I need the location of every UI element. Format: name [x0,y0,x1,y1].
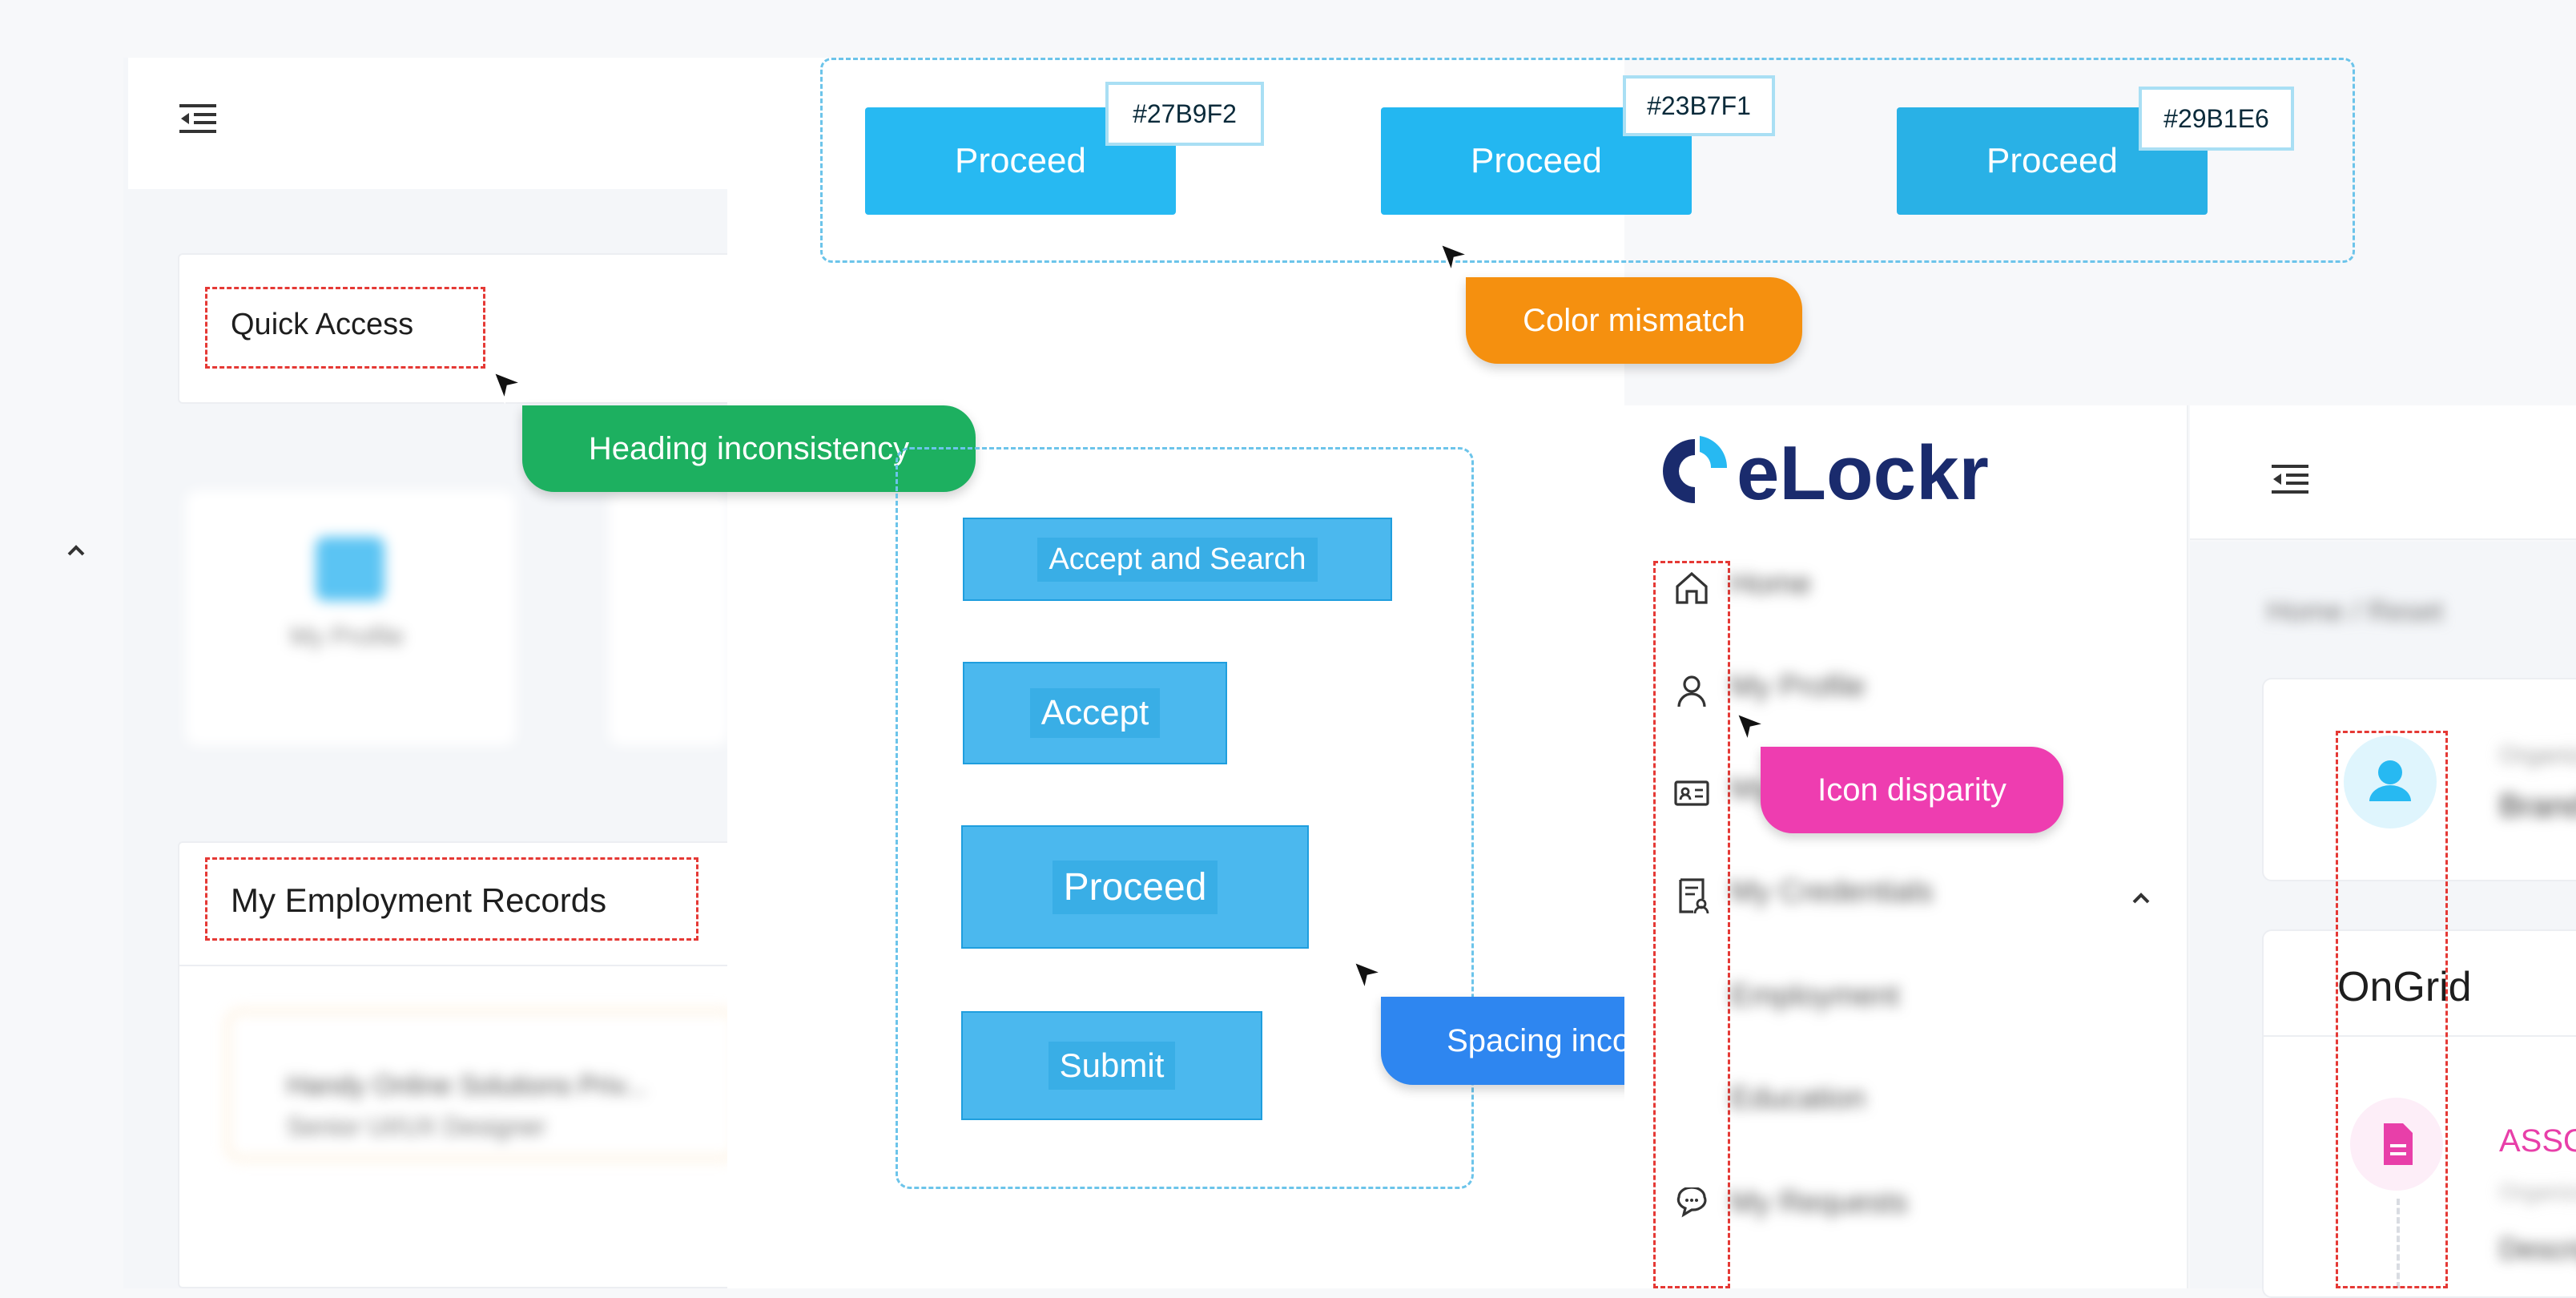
top-strip [727,0,2576,58]
chevron-up-icon[interactable] [64,538,88,562]
profile-tile-icon [316,537,384,601]
employment-role: Senior UI/UX Designer [287,1112,546,1141]
nav-education[interactable]: Education [1730,1082,1866,1115]
credentials-icon[interactable] [1672,877,1711,915]
quick-access-card [178,253,739,404]
proceed-spacing-button[interactable]: Proceed [961,825,1309,949]
employment-company: Handy Online Solutions Priv... [287,1070,647,1101]
color-comparison-group [820,58,2355,263]
button-label: Proceed [1052,860,1218,914]
quick-access-highlight [205,287,485,369]
heading-inconsistency-label: Heading inconsistency [522,405,976,492]
collapse-menu-icon[interactable] [2272,463,2310,495]
card-divider [2262,1035,2576,1037]
collapse-menu-icon[interactable] [179,103,218,135]
nav-employment[interactable]: Employment [1730,979,1900,1013]
cursor-icon [491,369,525,404]
icon-column-highlight [1653,561,1730,1288]
color-mismatch-label: Color mismatch [1466,277,1802,364]
quick-access-tile-partial[interactable] [609,490,729,745]
home-icon[interactable] [1672,569,1711,607]
assoc-sub1: Organization [2499,1179,2576,1204]
button-label: Accept and Search [1037,537,1318,582]
button-label: Submit [1048,1042,1176,1090]
cursor-icon [1351,959,1386,994]
profile-value: Brand [2499,788,2576,824]
right-app-sidebar [1624,405,2188,1288]
tile-label: My Profile [290,622,405,651]
left-app-header [128,58,727,189]
elockr-logo-icon [1663,436,1728,503]
breadcrumb[interactable]: Home / Reset [2267,595,2444,627]
employment-title: My Employment Records [231,881,607,919]
submit-button[interactable]: Submit [961,1011,1262,1120]
nav-home[interactable]: Home [1730,567,1812,601]
timeline-line [2397,1199,2400,1288]
id-card-icon[interactable] [1672,774,1711,812]
assoc-sub2: Description [2499,1232,2576,1265]
hex-tag-2: #23B7F1 [1623,75,1775,136]
cursor-icon [1438,241,1472,276]
nav-my-credentials[interactable]: My Credentials [1730,875,1934,909]
employment-highlight [205,857,698,941]
logo-text: eLockr [1737,430,1989,516]
document-icon [2384,1123,2413,1165]
spacing-comparison-group [896,447,1474,1189]
accept-and-search-button[interactable]: Accept and Search [963,518,1392,601]
user-avatar-icon [2369,760,2411,801]
avatar [2344,736,2437,828]
hex-tag-3: #29B1E6 [2139,87,2294,151]
accept-button[interactable]: Accept [963,662,1227,764]
ongrid-title: OnGrid [2337,964,2472,1010]
right-app-header [2190,405,2576,540]
button-label: Accept [1029,688,1161,738]
employment-item[interactable]: Handy Online Solutions Priv... Senior UI… [226,1010,739,1160]
nav-my-profile[interactable]: My Profile [1730,670,1866,703]
chevron-up-icon[interactable] [2129,888,2153,907]
icon-disparity-label: Icon disparity [1761,747,2063,833]
document-badge [2350,1098,2443,1191]
cursor-icon [1734,711,1769,745]
quick-access-tile[interactable]: My Profile [186,490,516,745]
avatar-column-highlight [2336,731,2448,1288]
quick-access-title: Quick Access [231,308,414,341]
nav-my-requests[interactable]: My Requests [1730,1186,1908,1219]
hex-tag-1: #27B9F2 [1105,82,1264,146]
assoc-label: ASSO [2499,1123,2576,1159]
proceed-button-1[interactable]: Proceed [865,107,1176,215]
chat-icon[interactable] [1672,1187,1711,1226]
user-icon[interactable] [1672,671,1711,710]
profile-label: Organization [2499,742,2576,768]
employment-divider [178,965,739,966]
